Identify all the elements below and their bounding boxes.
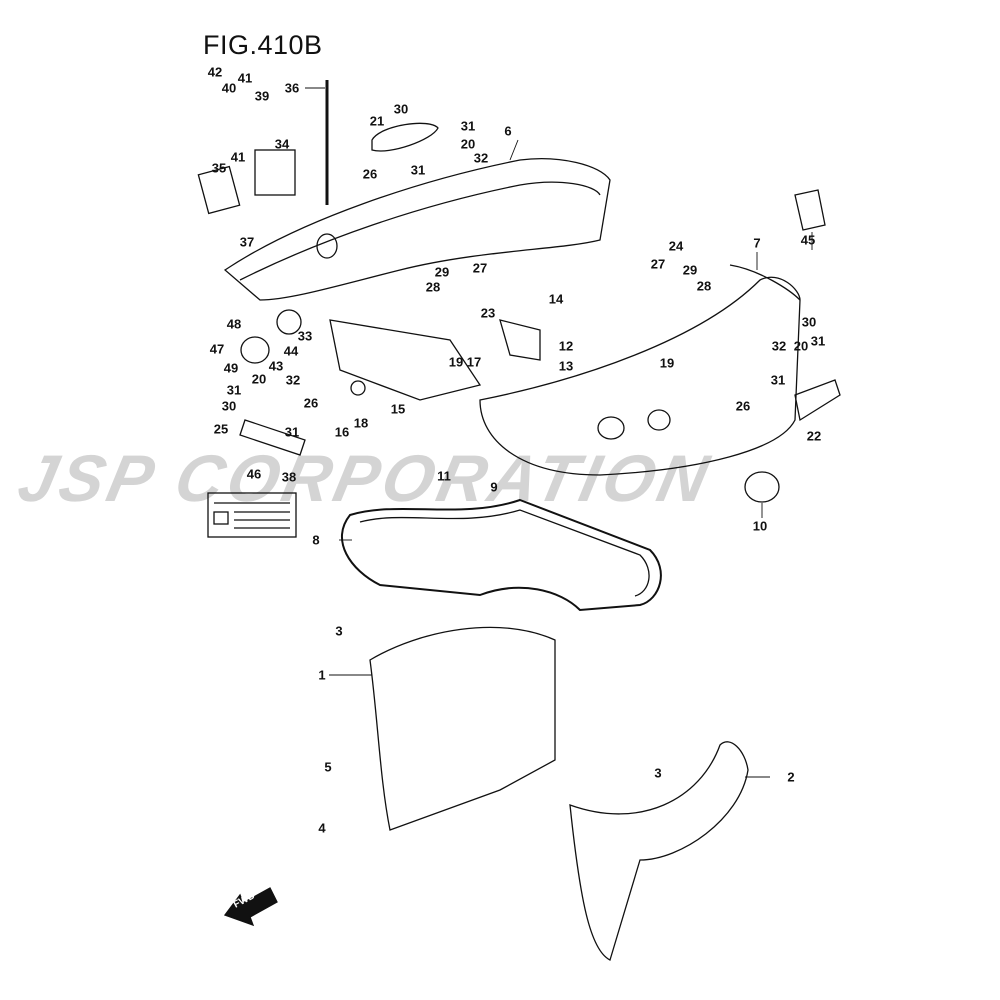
callout: 19	[448, 354, 464, 370]
callout: 30	[393, 101, 409, 117]
callout: 31	[810, 333, 826, 349]
callout: 32	[771, 338, 787, 354]
callout: 27	[650, 256, 666, 272]
callout: 37	[239, 234, 255, 250]
fwd-arrow-icon	[223, 887, 278, 927]
callout: 28	[425, 279, 441, 295]
callout: 18	[353, 415, 369, 431]
callout: 34	[274, 136, 290, 152]
callout: 13	[558, 358, 574, 374]
callout: 31	[460, 118, 476, 134]
callout: 42	[207, 64, 223, 80]
part-25-handle	[239, 419, 306, 456]
part-8-seal	[340, 498, 662, 612]
part-34	[254, 149, 296, 196]
callout: 41	[230, 149, 246, 165]
part-33	[276, 309, 302, 335]
callout: 40	[221, 80, 237, 96]
callout: 3	[654, 765, 662, 781]
callout: 19	[659, 355, 675, 371]
callout: 26	[362, 166, 378, 182]
callout: 31	[410, 162, 426, 178]
callout: 17	[466, 354, 482, 370]
callout: 23	[480, 305, 496, 321]
part-1-side-cover	[369, 626, 556, 831]
callout: 12	[558, 338, 574, 354]
callout: 31	[226, 382, 242, 398]
part-6-upper-cover	[223, 158, 611, 301]
callout: 27	[472, 260, 488, 276]
callout: 26	[303, 395, 319, 411]
callout: 29	[434, 264, 450, 280]
callout: 16	[334, 424, 350, 440]
callout: 28	[696, 278, 712, 294]
callout: 32	[285, 372, 301, 388]
callout: 31	[284, 424, 300, 440]
callout: 14	[548, 291, 564, 307]
callout: 31	[770, 372, 786, 388]
callout: 46	[246, 466, 262, 482]
part-12	[499, 319, 541, 361]
callout: 32	[473, 150, 489, 166]
callout: 8	[312, 532, 320, 548]
callout: 15	[390, 401, 406, 417]
callout: 30	[801, 314, 817, 330]
part-35	[197, 165, 241, 215]
callout: 5	[324, 759, 332, 775]
part-22-handle	[794, 379, 841, 422]
callout: 35	[211, 160, 227, 176]
part-15-bracket	[329, 319, 482, 401]
part-7-lower-cover	[479, 276, 801, 476]
part-46-label	[207, 492, 297, 538]
callout: 29	[682, 262, 698, 278]
part-18	[350, 380, 366, 396]
callout: 22	[806, 428, 822, 444]
callout: 21	[369, 113, 385, 129]
callout: 2	[787, 769, 795, 785]
callout: 38	[281, 469, 297, 485]
callout: 39	[254, 88, 270, 104]
callout: 44	[283, 343, 299, 359]
callout: 20	[793, 338, 809, 354]
callout: 47	[209, 341, 225, 357]
part-47	[240, 336, 270, 364]
figure-title: FIG.410B	[203, 30, 323, 60]
callout: 24	[668, 238, 684, 254]
callout: 49	[223, 360, 239, 376]
callout: 20	[251, 371, 267, 387]
callout: 36	[284, 80, 300, 96]
callout: 11	[437, 468, 451, 484]
part-2-side-cover	[569, 741, 749, 961]
callout: 41	[237, 70, 253, 86]
callout: 6	[504, 123, 512, 139]
callout: 45	[800, 232, 816, 248]
callout: 3	[335, 623, 343, 639]
callout: 20	[460, 136, 476, 152]
callout: 43	[268, 358, 284, 374]
callout: 48	[226, 316, 242, 332]
part-10-plug	[744, 471, 780, 503]
callout: 10	[752, 518, 768, 534]
callout: 1	[318, 667, 326, 683]
callout: 30	[221, 398, 237, 414]
callout: 4	[318, 820, 326, 836]
callout: 26	[735, 398, 751, 414]
callout: 25	[213, 421, 229, 437]
callout: 9	[490, 479, 498, 495]
part-21-handle	[371, 122, 439, 152]
part-45-grommet	[794, 189, 826, 231]
callout: 7	[753, 235, 761, 251]
callout: 33	[297, 328, 313, 344]
